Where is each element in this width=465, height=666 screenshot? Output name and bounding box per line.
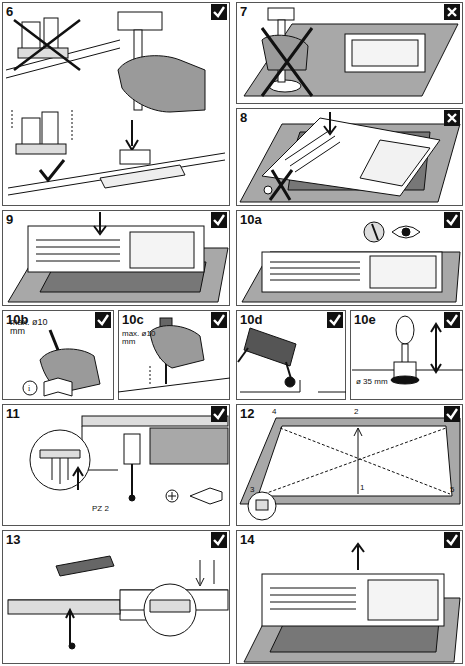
step-number: 7 xyxy=(240,4,247,19)
step-number: 10e xyxy=(354,312,376,327)
step-panel: 7 xyxy=(236,2,463,104)
dimension-label: max. ø10 mm xyxy=(122,330,158,347)
dimension-label: max. ø10 mm xyxy=(10,318,50,337)
dimension-label: ø 35 mm xyxy=(356,378,396,386)
step-panel: 8 xyxy=(236,108,463,206)
step-panel: 10a xyxy=(236,210,463,306)
step-number: 13 xyxy=(6,532,20,547)
step-panel: 9 xyxy=(2,210,230,306)
step-number: 10a xyxy=(240,212,262,227)
step-panel: 6 xyxy=(2,2,230,206)
dimension-label: PZ 2 xyxy=(92,505,122,513)
dimension-label: 3 xyxy=(250,486,262,494)
step-number: 14 xyxy=(240,532,254,547)
step-panel: 13 xyxy=(2,530,230,664)
step-panel: 10d xyxy=(236,310,346,400)
step-panel: 10c xyxy=(118,310,230,400)
step-number: 10d xyxy=(240,312,262,327)
step-number: 8 xyxy=(240,110,247,125)
dimension-label: 4 xyxy=(272,408,284,416)
step-number: 6 xyxy=(6,4,13,19)
dimension-label: 5 xyxy=(450,486,462,494)
step-panel: 12 xyxy=(236,404,463,526)
step-panel: 14 xyxy=(236,530,463,664)
step-number: 10c xyxy=(122,312,144,327)
step-number: 9 xyxy=(6,212,13,227)
dimension-label: 1 xyxy=(360,484,372,492)
step-panel: 10e xyxy=(350,310,463,400)
step-panel: 11 xyxy=(2,404,230,526)
step-number: 11 xyxy=(6,406,20,421)
step-number: 12 xyxy=(240,406,254,421)
dimension-label: 2 xyxy=(354,408,366,416)
